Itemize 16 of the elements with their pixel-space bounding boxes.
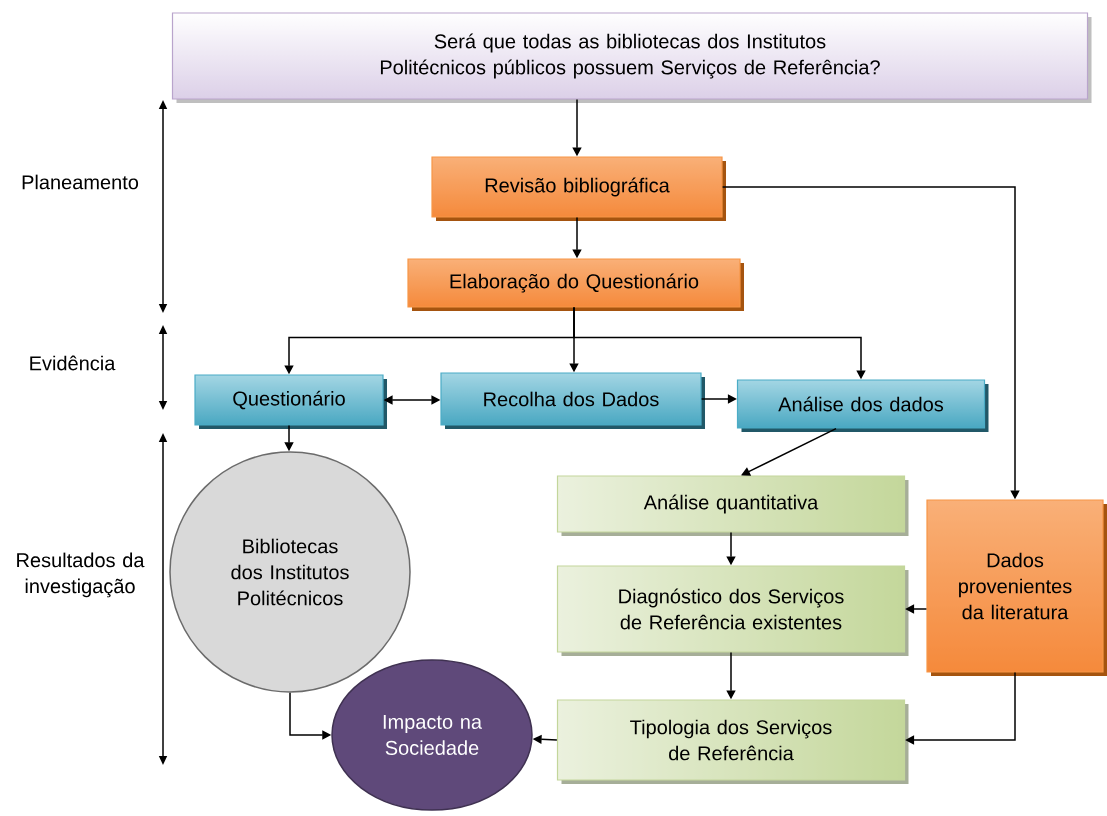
circle-node: Bibliotecas dos Institutos Politécnicos [169,451,411,693]
question-box: Será que todas as bibliotecas dos Institutos Politécnicos públicos possuem Serviços de Referência? [171,12,1092,103]
ellipse-node: Impacto na Sociedade [331,659,533,811]
process-box: Recolha dos Dados [440,372,705,429]
phase-label: Planeamento [22,174,139,190]
result-box: Análise quantitativa [556,475,909,536]
process-box: Análise dos dados [736,379,989,432]
process-box: Revisão bibliográfica [431,156,726,221]
process-box: Elaboração do Questionário [407,258,744,311]
phase-label: Resultados da investigação [17,552,145,598]
arrow [741,427,837,476]
process-box: Dados provenientes da literatura [926,499,1107,676]
result-box: Tipologia dos Serviços de Referência [556,699,909,784]
process-box: Questionário [194,374,387,429]
result-box: Diagnóstico dos Serviços de Referência existentes [556,565,909,656]
phase-label: Evidência [30,355,116,371]
